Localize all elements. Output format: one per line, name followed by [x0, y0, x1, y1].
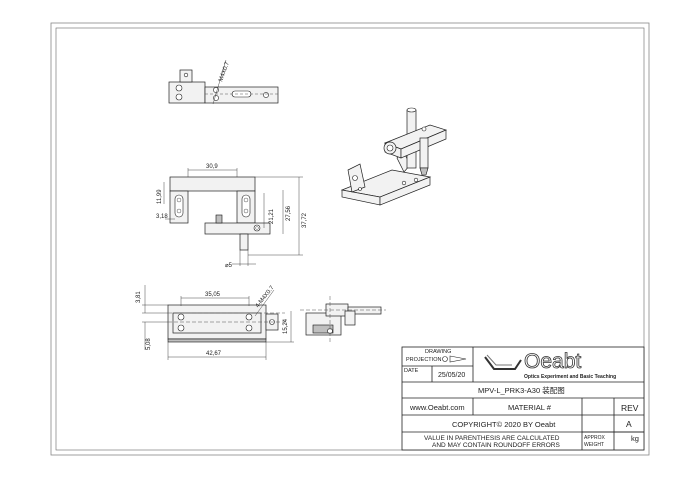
thread-label-top: M4X0.7 — [218, 61, 231, 83]
rev-label: REV — [621, 403, 639, 413]
website: www.Oeabt.com — [409, 403, 465, 412]
copyright: COPYRIGHT© 2020 BY Oeabt — [452, 420, 556, 429]
dim-3-18: 3,18 — [156, 214, 168, 220]
company-subtitle: Optics Experiment and Basic Teaching — [524, 374, 616, 380]
dim-21-21: 21,21 — [269, 208, 275, 224]
dim-dia-5: ⌀5 — [225, 263, 233, 269]
approx-label: APPROX — [584, 435, 606, 441]
material-label: MATERIAL # — [508, 403, 552, 412]
weight-label: WEIGHT — [584, 442, 604, 448]
outer-border — [50, 22, 650, 456]
dim-37-72: 37,72 — [302, 212, 308, 228]
part-number: MPV-L_PRK3-A30 装配图 — [478, 385, 565, 395]
dim-30-9: 30,9 — [206, 164, 218, 170]
top-view: M4X0.7 — [168, 59, 279, 105]
date-value: 25/05/20 — [438, 372, 465, 379]
dim-35-05: 35,05 — [205, 292, 221, 298]
rev-value: A — [626, 419, 632, 429]
side-view — [300, 296, 386, 342]
isometric-view — [340, 107, 448, 206]
dim-5-08: 5,08 — [146, 338, 152, 350]
front-view: 30,9 11,99 3,18 21,21 27,56 37,72 ⌀5 — [156, 164, 308, 269]
note-line-1: VALUE IN PARENTHESIS ARE CALCULATED — [424, 435, 560, 442]
weight-unit: kg — [631, 434, 639, 443]
note-line-2: AND MAY CONTAIN ROUNDOFF ERRORS — [432, 442, 561, 449]
drawing-label: DRAWING — [425, 349, 451, 355]
bottom-view: 35,05 3,81 4-M4X0.7 5,08 42,67 15,24 — [136, 285, 294, 360]
dim-15-24: 15,24 — [283, 318, 289, 334]
dim-42-67: 42,67 — [206, 351, 222, 357]
dim-27-56: 27,56 — [286, 205, 292, 221]
inner-border — [55, 27, 645, 451]
projection-symbol-icon — [442, 355, 467, 363]
date-label: DATE — [404, 368, 419, 374]
logo-text: Oeabt — [524, 350, 581, 373]
dim-3-81: 3,81 — [136, 291, 142, 303]
oeabt-logo-icon — [484, 354, 522, 370]
projection-label: PROJECTION — [406, 357, 441, 363]
dim-11-99: 11,99 — [157, 189, 163, 204]
title-block — [401, 346, 645, 451]
